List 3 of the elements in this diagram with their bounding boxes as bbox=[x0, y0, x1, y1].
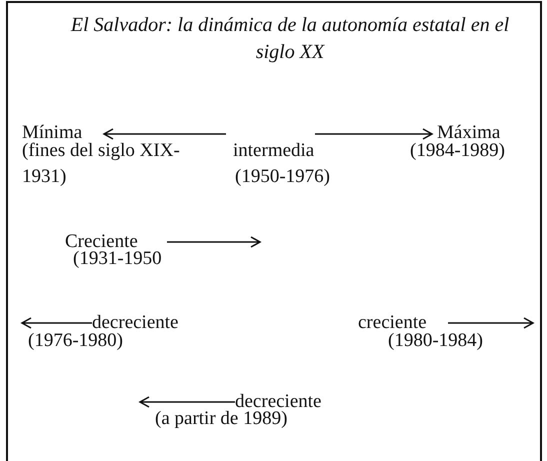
period-label: (1950-1976) bbox=[235, 165, 330, 189]
level-label: intermedia bbox=[233, 139, 314, 163]
title: El Salvador: la dinámica de la autonomía estatal en el siglo XX bbox=[70, 13, 510, 65]
